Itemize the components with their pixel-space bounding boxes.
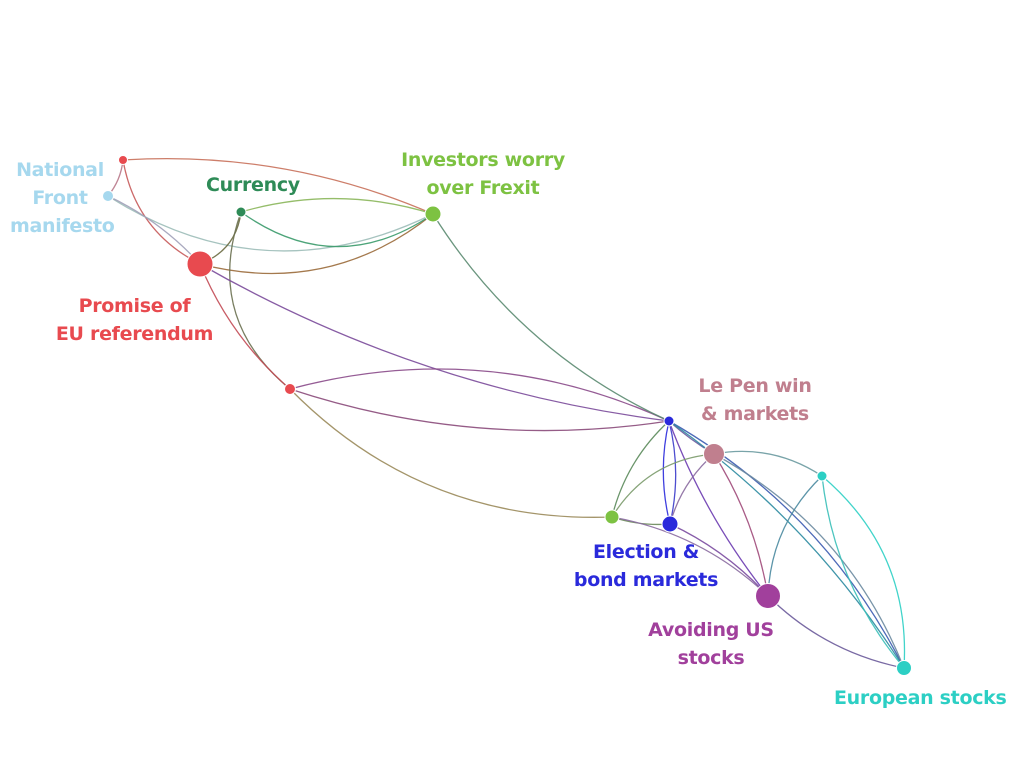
edge-lepen-to-eur-30 [713,453,905,669]
edge-prom-to-blue-hub-11 [199,263,670,422]
edge-avoid-to-eur-34 [767,595,905,669]
edge-prom-to-inv-6 [199,213,434,275]
label-election-and-bond-markets: Election & bond markets [573,541,719,591]
edge-elect-to-avoid-27 [669,523,769,597]
node-promise-of-eu-referendum [186,250,214,278]
node-european-stocks [896,660,912,676]
node-currency [235,206,247,218]
node-small-green [604,509,620,525]
label-currency: Currency [206,174,300,196]
edge-green-sm-to-lepen-23 [611,453,715,518]
edge-blue-hub-to-elect-19 [668,420,677,525]
node-small-red-top [118,155,128,165]
edge-lepen-to-teal-sm-29 [713,450,823,477]
nodes-layer [102,155,912,676]
edge-blue-hub-to-green-sm-16 [611,420,670,518]
edge-blue-hub-to-elect-18 [662,420,671,525]
edge-cur-to-red-mid-9 [229,211,291,390]
edge-teal-sm-to-eur-32 [821,475,906,669]
node-le-pen-win-and-markets [703,443,725,465]
label-promise-of-eu-referendum: Promise of EU referendum [55,295,214,345]
label-national-front-manifesto: National Front manifesto [10,159,115,237]
node-small-blue-hub [663,415,675,427]
edge-lepen-to-avoid-28 [713,453,769,597]
edge-teal-sm-to-eur-33 [821,475,905,669]
node-small-teal [816,470,828,482]
label-le-pen-win-and-markets: Le Pen win & markets [698,375,812,425]
edge-red-mid-to-blue-hub-12 [289,368,670,422]
node-election-and-bond-markets [661,515,679,533]
node-investors-worry-over-frexit [424,205,442,223]
edge-red-mid-to-blue-hub-13 [289,388,670,432]
edge-red-top-to-inv-1 [122,158,434,215]
edge-green-sm-to-avoid-25 [611,516,769,597]
edge-elect-to-lepen-26 [669,453,715,525]
edge-cur-to-inv-8 [240,197,434,215]
node-small-red-mid [284,383,296,395]
edge-red-mid-to-green-sm-14 [289,388,613,518]
label-avoiding-us-stocks: Avoiding US stocks [648,619,774,669]
node-national-front-manifesto [102,190,114,202]
edge-blue-hub-to-avoid-20 [668,420,769,597]
edge-cur-to-inv-7 [240,211,434,248]
edge-red-top-to-prom-0 [122,159,201,265]
label-european-stocks: European stocks [834,687,1007,709]
edge-nf-to-inv-3 [107,195,434,252]
edge-teal-sm-to-avoid-31 [767,475,823,597]
edge-nf-to-prom-4 [107,195,201,265]
edge-prom-to-red-mid-10 [199,263,291,390]
node-avoiding-us-stocks [755,583,781,609]
label-investors-worry-over-frexit: Investors worry over Frexit [401,149,565,199]
edge-inv-to-blue-hub-15 [432,213,670,422]
